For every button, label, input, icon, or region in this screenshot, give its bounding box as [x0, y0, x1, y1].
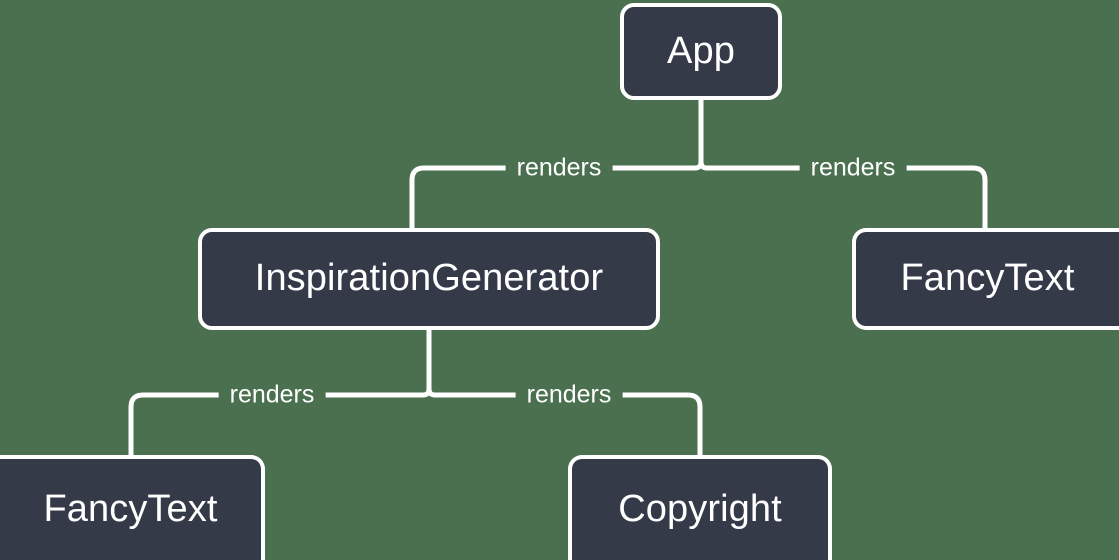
node-app[interactable]: App: [620, 3, 782, 100]
node-copyright-label: Copyright: [618, 487, 782, 530]
edge-app-to-fancytext: [698, 161, 988, 228]
node-app-label: App: [667, 29, 735, 72]
node-inspiration-generator[interactable]: InspirationGenerator: [198, 228, 660, 330]
edge-label-app-to-fancytext: renders: [799, 155, 907, 181]
edge-label-inspiration-generator-to-copyright: renders: [515, 382, 623, 408]
node-copyright[interactable]: Copyright: [568, 455, 832, 560]
edge-inspiration-generator-to-copyright: [426, 388, 703, 455]
edge-label-app-to-inspiration-generator: renders: [505, 155, 613, 181]
node-fancytext-right[interactable]: FancyText: [852, 228, 1119, 330]
node-fancytext-right-label: FancyText: [900, 257, 1075, 299]
node-fancytext-bottom-left-label: FancyText: [43, 487, 218, 530]
node-inspiration-generator-label: InspirationGenerator: [254, 257, 604, 299]
edge-label-inspiration-generator-to-fancytext: renders: [218, 382, 326, 408]
node-fancytext-bottom-left[interactable]: FancyText: [0, 455, 265, 560]
